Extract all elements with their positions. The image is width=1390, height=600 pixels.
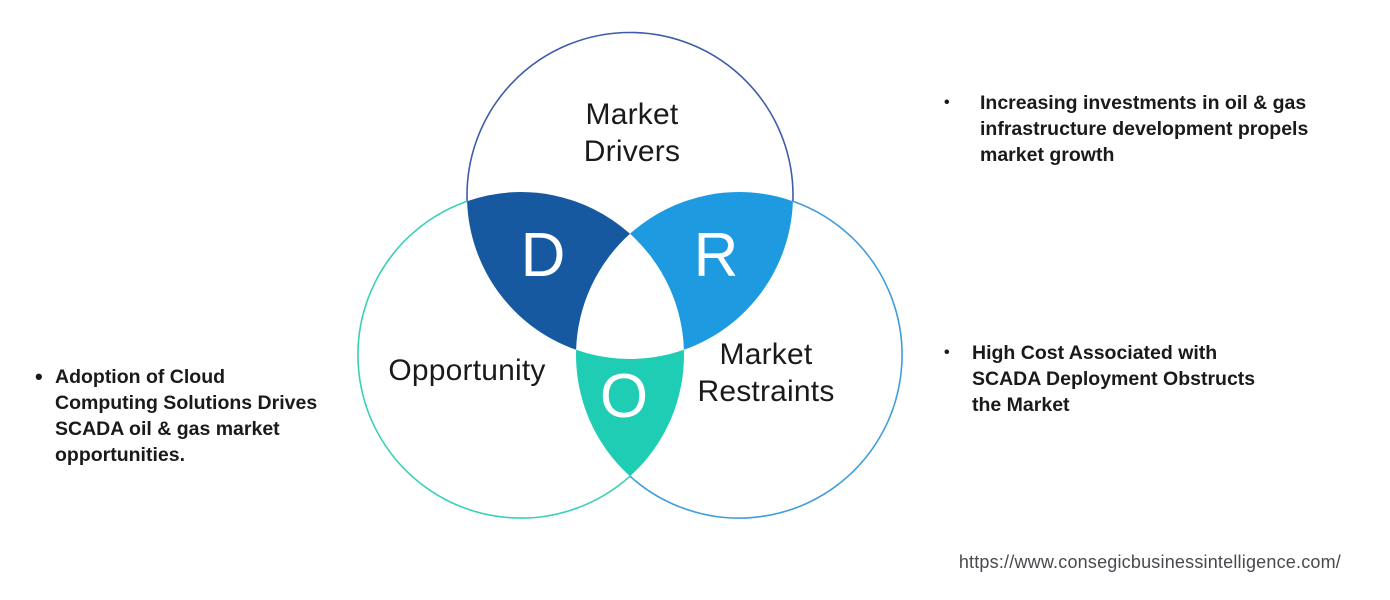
market-restraints-label-line1: Market [719,338,813,371]
restraints-bullet-item: • High Cost Associated with SCADA Deploy… [944,340,1255,418]
bullet-line: Computing Solutions Drives [55,392,318,414]
market-drivers-label: Market Drivers [522,96,742,170]
letter-o: O [600,362,648,431]
drivers-restraints-overlap-r [630,192,793,350]
market-drivers-label-line2: Drivers [583,135,681,168]
bullet-line: opportunities. [55,444,185,466]
bullet-line: the Market [972,394,1070,416]
bullet-line: Adoption of Cloud [55,366,226,388]
opportunity-label: Opportunity [388,354,546,387]
market-drivers-label-line1: Market [585,98,679,131]
bullet-icon: • [944,344,950,361]
opportunity-bullet-item: • Adoption of Cloud Computing Solutions … [35,364,317,468]
bullet-icon: • [944,94,950,111]
drivers-bullet-text: Increasing investments in oil & gas infr… [980,90,1308,168]
opportunity-circle-outline [357,200,631,519]
market-restraints-label-line2: Restraints [697,375,835,408]
source-url: https://www.consegicbusinessintelligence… [958,552,1341,572]
drivers-opportunity-overlap-d [467,192,630,350]
bullet-line: High Cost Associated with [972,342,1218,364]
letter-r: R [694,221,739,290]
drivers-circle-outline [466,31,794,202]
opportunity-restraints-overlap-o [576,349,684,477]
restraints-bullet-text: High Cost Associated with SCADA Deployme… [972,340,1255,418]
bullet-line: Increasing investments in oil & gas [980,92,1307,114]
bullet-line: infrastructure development propels [980,118,1309,140]
opportunity-bullet-text: Adoption of Cloud Computing Solutions Dr… [55,364,317,468]
drivers-bullet-item: • Increasing investments in oil & gas in… [944,90,1308,168]
letter-d: D [521,221,566,290]
bullet-icon: • [35,364,43,389]
bullet-line: SCADA oil & gas market [55,418,280,440]
bullet-line: SCADA Deployment Obstructs [972,368,1256,390]
market-restraints-label: Market Restraints [656,336,876,410]
restraints-circle-outline [629,200,903,519]
bullet-line: market growth [980,144,1115,166]
